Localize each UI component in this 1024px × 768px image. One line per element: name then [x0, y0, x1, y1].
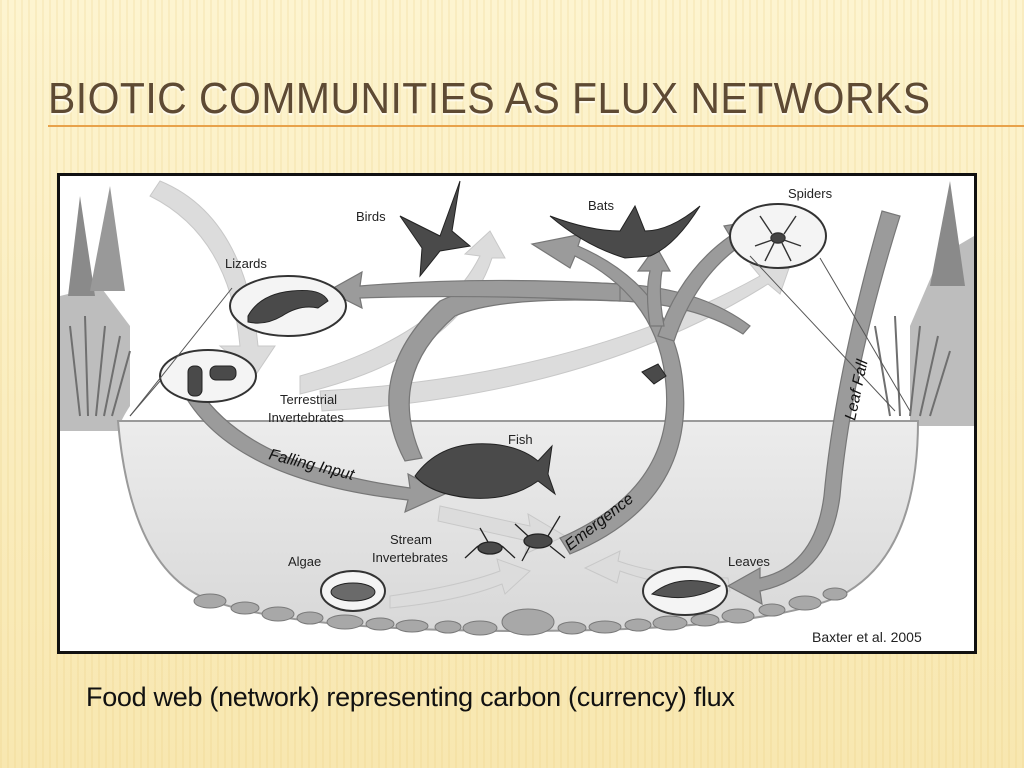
label-stream-1: Stream: [390, 532, 432, 547]
leaf-fall-arrow: [726, 210, 901, 606]
leaf-icon: [650, 580, 722, 599]
streambed-pebbles: [193, 587, 848, 636]
food-web-diagram: Birds Bats Spiders Lizards Terrestrial I…: [60, 180, 974, 645]
label-fish: Fish: [508, 432, 533, 447]
left-vegetation: [68, 186, 131, 417]
fish-to-lizards-arrow: [388, 281, 751, 462]
algae-icon: [330, 582, 376, 602]
main-flux-arrows: [184, 210, 901, 606]
spider-icon: [754, 215, 802, 262]
node-connectors: [129, 255, 911, 417]
label-spiders: Spiders: [788, 186, 833, 201]
organism-silhouettes: [187, 180, 802, 602]
label-leaves: Leaves: [728, 554, 770, 569]
lizard-icon: [247, 290, 329, 324]
label-lizards: Lizards: [225, 256, 267, 271]
fish-icon: [414, 443, 557, 499]
bird-icon: [399, 180, 472, 278]
stream-invertebrates-icon: [464, 515, 566, 562]
label-terrestrial-1: Terrestrial: [280, 392, 337, 407]
falling-input-arrow: [184, 390, 447, 514]
terrestrial-invertebrates-node: [159, 349, 257, 403]
right-vegetation: [874, 181, 965, 417]
left-bank: [60, 286, 130, 431]
beetle-icon: [209, 365, 237, 381]
figure-credit: Baxter et al. 2005: [812, 629, 922, 645]
title-underline: [48, 125, 1024, 127]
label-stream-2: Invertebrates: [372, 550, 448, 565]
bat-icon: [549, 204, 701, 259]
slide-title: BIOTIC COMMUNITIES AS FLUX NETWORKS: [48, 74, 931, 123]
slide-caption: Food web (network) representing carbon (…: [86, 682, 735, 712]
label-algae: Algae: [288, 554, 321, 569]
food-web-figure: Birds Bats Spiders Lizards Terrestrial I…: [57, 173, 977, 654]
label-bats: Bats: [588, 198, 615, 213]
moth-icon: [641, 363, 667, 385]
label-terrestrial-2: Invertebrates: [268, 410, 344, 425]
caterpillar-icon: [187, 365, 203, 397]
to-bats-arrow: [636, 244, 672, 327]
label-birds: Birds: [356, 209, 386, 224]
